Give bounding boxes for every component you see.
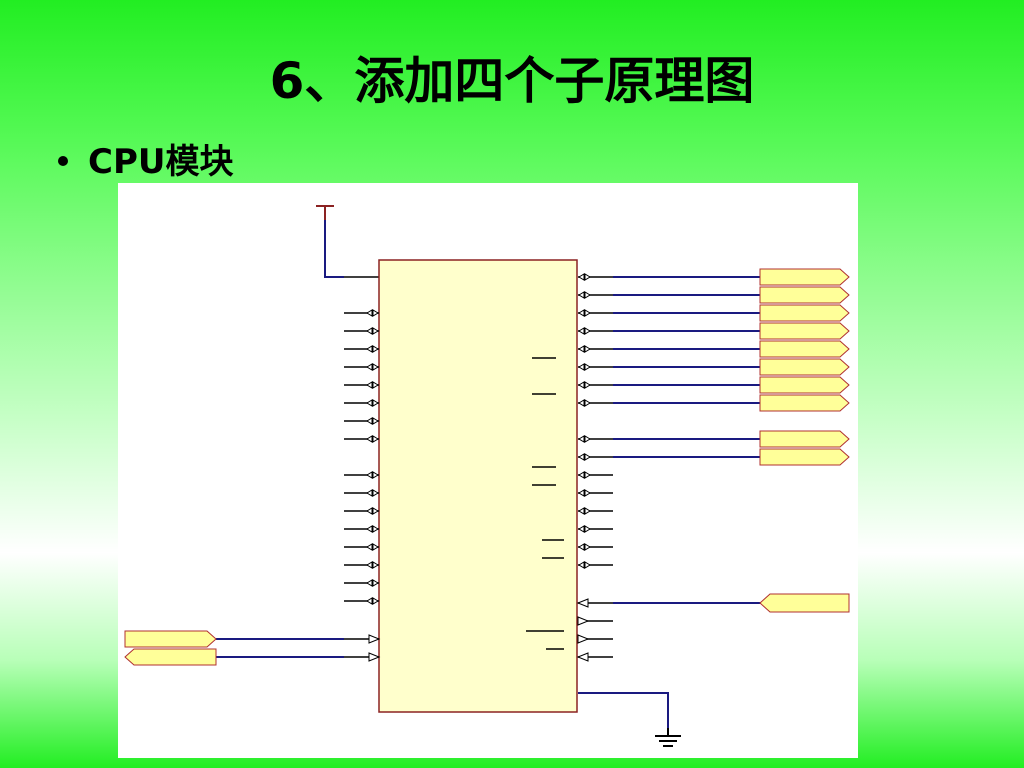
- bidirectional-pin-icon: [372, 579, 379, 587]
- bidirectional-pin-icon: [578, 489, 585, 497]
- net-port-icon: [759, 448, 850, 466]
- left-pins: [344, 309, 381, 662]
- bidirectional-pin-icon: [372, 543, 379, 551]
- bidirectional-pin-icon: [366, 381, 373, 389]
- bidirectional-pin-icon: [584, 363, 591, 371]
- bidirectional-pin-icon: [584, 471, 591, 479]
- net-port-icon: [759, 394, 850, 412]
- bidirectional-pin-icon: [584, 435, 591, 443]
- input-pin-icon: [368, 652, 381, 662]
- bidirectional-pin-icon: [372, 399, 379, 407]
- bidirectional-pin-icon: [584, 399, 591, 407]
- bidirectional-pin-icon: [366, 363, 373, 371]
- bidirectional-pin-icon: [366, 507, 373, 515]
- bidirectional-pin-icon: [372, 525, 379, 533]
- bidirectional-pin-icon: [366, 561, 373, 569]
- net-ports: [124, 268, 850, 666]
- bidirectional-pin-icon: [578, 309, 585, 317]
- bidirectional-pin-icon: [366, 417, 373, 425]
- bidirectional-pin-icon: [578, 273, 585, 281]
- bidirectional-pin-icon: [578, 381, 585, 389]
- net-port-icon: [124, 630, 217, 648]
- bidirectional-pin-icon: [366, 399, 373, 407]
- bidirectional-pin-icon: [584, 453, 591, 461]
- bidirectional-pin-icon: [578, 543, 585, 551]
- bidirectional-pin-icon: [366, 345, 373, 353]
- power-bar-icon: [316, 205, 334, 220]
- bidirectional-pin-icon: [372, 345, 379, 353]
- bidirectional-pin-icon: [578, 327, 585, 335]
- bidirectional-pin-icon: [366, 489, 373, 497]
- net-port-icon: [759, 376, 850, 394]
- output-pin-icon: [577, 634, 590, 644]
- bidirectional-pin-icon: [366, 543, 373, 551]
- bidirectional-pin-icon: [372, 309, 379, 317]
- bidirectional-pin-icon: [584, 525, 591, 533]
- bidirectional-pin-icon: [584, 291, 591, 299]
- slide-title: 6、添加四个子原理图: [269, 52, 755, 110]
- bidirectional-pin-icon: [372, 417, 379, 425]
- bidirectional-pin-icon: [366, 309, 373, 317]
- bidirectional-pin-icon: [366, 435, 373, 443]
- bidirectional-pin-icon: [578, 345, 585, 353]
- bullet-text: CPU模块: [88, 142, 234, 182]
- net-port-icon: [124, 648, 217, 666]
- pin-overbars: [526, 357, 564, 650]
- bidirectional-pin-icon: [366, 525, 373, 533]
- net-port-icon: [759, 358, 850, 376]
- bidirectional-pin-icon: [366, 597, 373, 605]
- bidirectional-pin-icon: [578, 363, 585, 371]
- bidirectional-pin-icon: [584, 543, 591, 551]
- output-pin-icon: [577, 616, 590, 626]
- net-port-icon: [759, 268, 850, 286]
- ground-wire: [578, 692, 669, 728]
- input-pin-icon: [368, 634, 381, 644]
- net-port-icon: [759, 304, 850, 322]
- input-pin-icon: [576, 598, 589, 608]
- cpu-chip-body: [378, 259, 578, 713]
- bidirectional-pin-icon: [584, 345, 591, 353]
- bidirectional-pin-icon: [578, 399, 585, 407]
- bidirectional-pin-icon: [578, 507, 585, 515]
- bidirectional-pin-icon: [578, 471, 585, 479]
- bidirectional-pin-icon: [366, 471, 373, 479]
- bidirectional-pin-icon: [584, 327, 591, 335]
- bidirectional-pin-icon: [372, 363, 379, 371]
- net-port-icon: [759, 430, 850, 448]
- input-pin-icon: [576, 652, 589, 662]
- bidirectional-pin-icon: [584, 489, 591, 497]
- bidirectional-pin-icon: [578, 561, 585, 569]
- bullet-dot: [58, 156, 68, 167]
- bidirectional-pin-icon: [372, 597, 379, 605]
- bidirectional-pin-icon: [584, 507, 591, 515]
- bidirectional-pin-icon: [372, 327, 379, 335]
- bidirectional-pin-icon: [372, 435, 379, 443]
- bidirectional-pin-icon: [578, 435, 585, 443]
- bullet-item: CPU模块: [58, 140, 233, 184]
- net-wires: [216, 276, 770, 658]
- bidirectional-pin-icon: [578, 453, 585, 461]
- bidirectional-pin-icon: [372, 561, 379, 569]
- bidirectional-pin-icon: [366, 579, 373, 587]
- net-port-icon: [759, 286, 850, 304]
- bidirectional-pin-icon: [578, 291, 585, 299]
- bidirectional-pin-icon: [372, 381, 379, 389]
- net-port-icon: [759, 593, 850, 613]
- bidirectional-pin-icon: [584, 273, 591, 281]
- ground-icon: [655, 728, 681, 747]
- bidirectional-pin-icon: [584, 561, 591, 569]
- right-pins: [576, 273, 613, 662]
- bidirectional-pin-icon: [584, 309, 591, 317]
- bidirectional-pin-icon: [584, 381, 591, 389]
- bidirectional-pin-icon: [372, 507, 379, 515]
- net-port-icon: [759, 322, 850, 340]
- power-wire: [324, 220, 344, 278]
- net-port-icon: [759, 340, 850, 358]
- bidirectional-pin-icon: [372, 471, 379, 479]
- bidirectional-pin-icon: [372, 489, 379, 497]
- bidirectional-pin-icon: [366, 327, 373, 335]
- bidirectional-pin-icon: [578, 525, 585, 533]
